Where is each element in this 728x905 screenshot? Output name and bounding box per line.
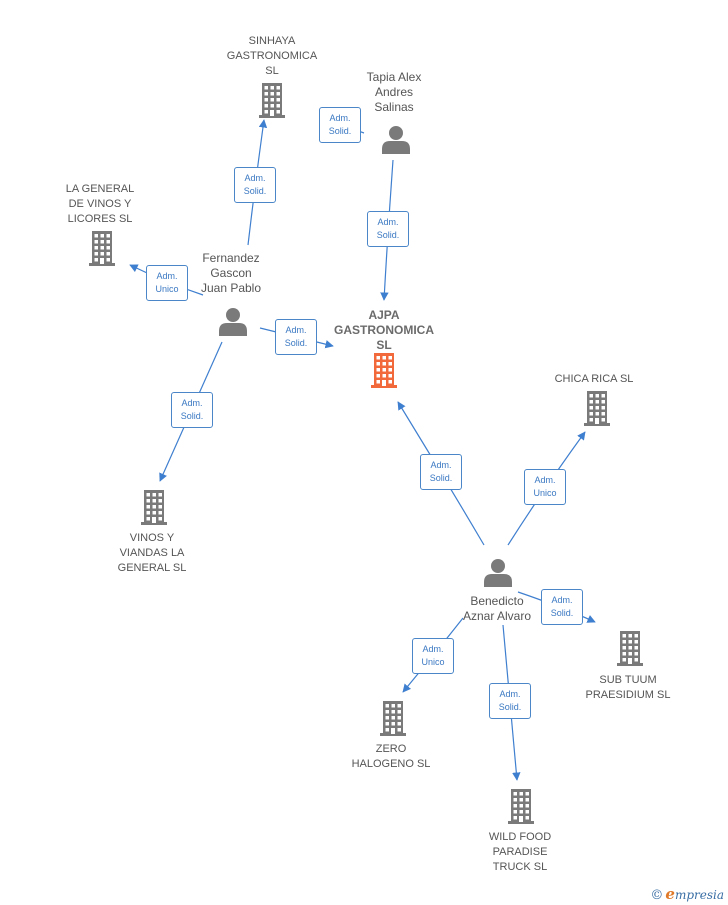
edge-role-label: Adm. Solid. xyxy=(541,589,583,625)
edge-role-label: Adm. Solid. xyxy=(319,107,361,143)
company-name-sinhaya[interactable]: SINHAYA GASTRONOMICA SL xyxy=(226,35,318,77)
person-icon xyxy=(219,308,247,336)
person-icon xyxy=(484,559,512,587)
company-name-vinos_viandas[interactable]: VINOS Y VIANDAS LA GENERAL SL xyxy=(117,532,187,574)
person-name-benedicto[interactable]: Benedicto Aznar Alvaro xyxy=(462,594,532,623)
edge-role-label: Adm. Solid. xyxy=(171,392,213,428)
edge-role-label: Adm. Solid. xyxy=(275,319,317,355)
building-icon xyxy=(508,789,534,824)
person-name-tapia[interactable]: Tapia Alex Andres Salinas xyxy=(366,70,422,114)
building-icon xyxy=(584,391,610,426)
company-name-wild_food[interactable]: WILD FOOD PARADISE TRUCK SL xyxy=(488,831,552,873)
edge-role-label: Adm. Solid. xyxy=(420,454,462,490)
company-name-zero[interactable]: ZERO HALOGENO SL xyxy=(351,743,431,770)
copyright-icon: © xyxy=(650,888,664,903)
building-icon xyxy=(259,83,285,118)
edge-role-label: Adm. Solid. xyxy=(367,211,409,247)
building-icon xyxy=(617,631,643,666)
edge-role-label: Adm. Solid. xyxy=(489,683,531,719)
nodes-layer xyxy=(89,83,643,824)
main-company-building-icon xyxy=(371,353,397,388)
edge-role-label: Adm. Unico xyxy=(412,638,454,674)
building-icon xyxy=(380,701,406,736)
person-name-fernandez[interactable]: Fernandez Gascon Juan Pablo xyxy=(200,251,262,295)
company-name-chica_rica[interactable]: CHICA RICA SL xyxy=(554,373,634,385)
company-name-general_vinos[interactable]: LA GENERAL DE VINOS Y LICORES SL xyxy=(65,183,135,225)
empresia-logo: ©empresia xyxy=(650,885,724,903)
edge-role-label: Adm. Unico xyxy=(146,265,188,301)
company-name-main[interactable]: AJPA GASTRONOMICA SL xyxy=(334,308,434,352)
company-name-sub_tuum[interactable]: SUB TUUM PRAESIDIUM SL xyxy=(585,674,671,701)
person-icon xyxy=(382,126,410,154)
edge-role-label: Adm. Solid. xyxy=(234,167,276,203)
edge-role-label: Adm. Unico xyxy=(524,469,566,505)
building-icon xyxy=(89,231,115,266)
edges-layer xyxy=(129,109,596,781)
building-icon xyxy=(141,490,167,525)
